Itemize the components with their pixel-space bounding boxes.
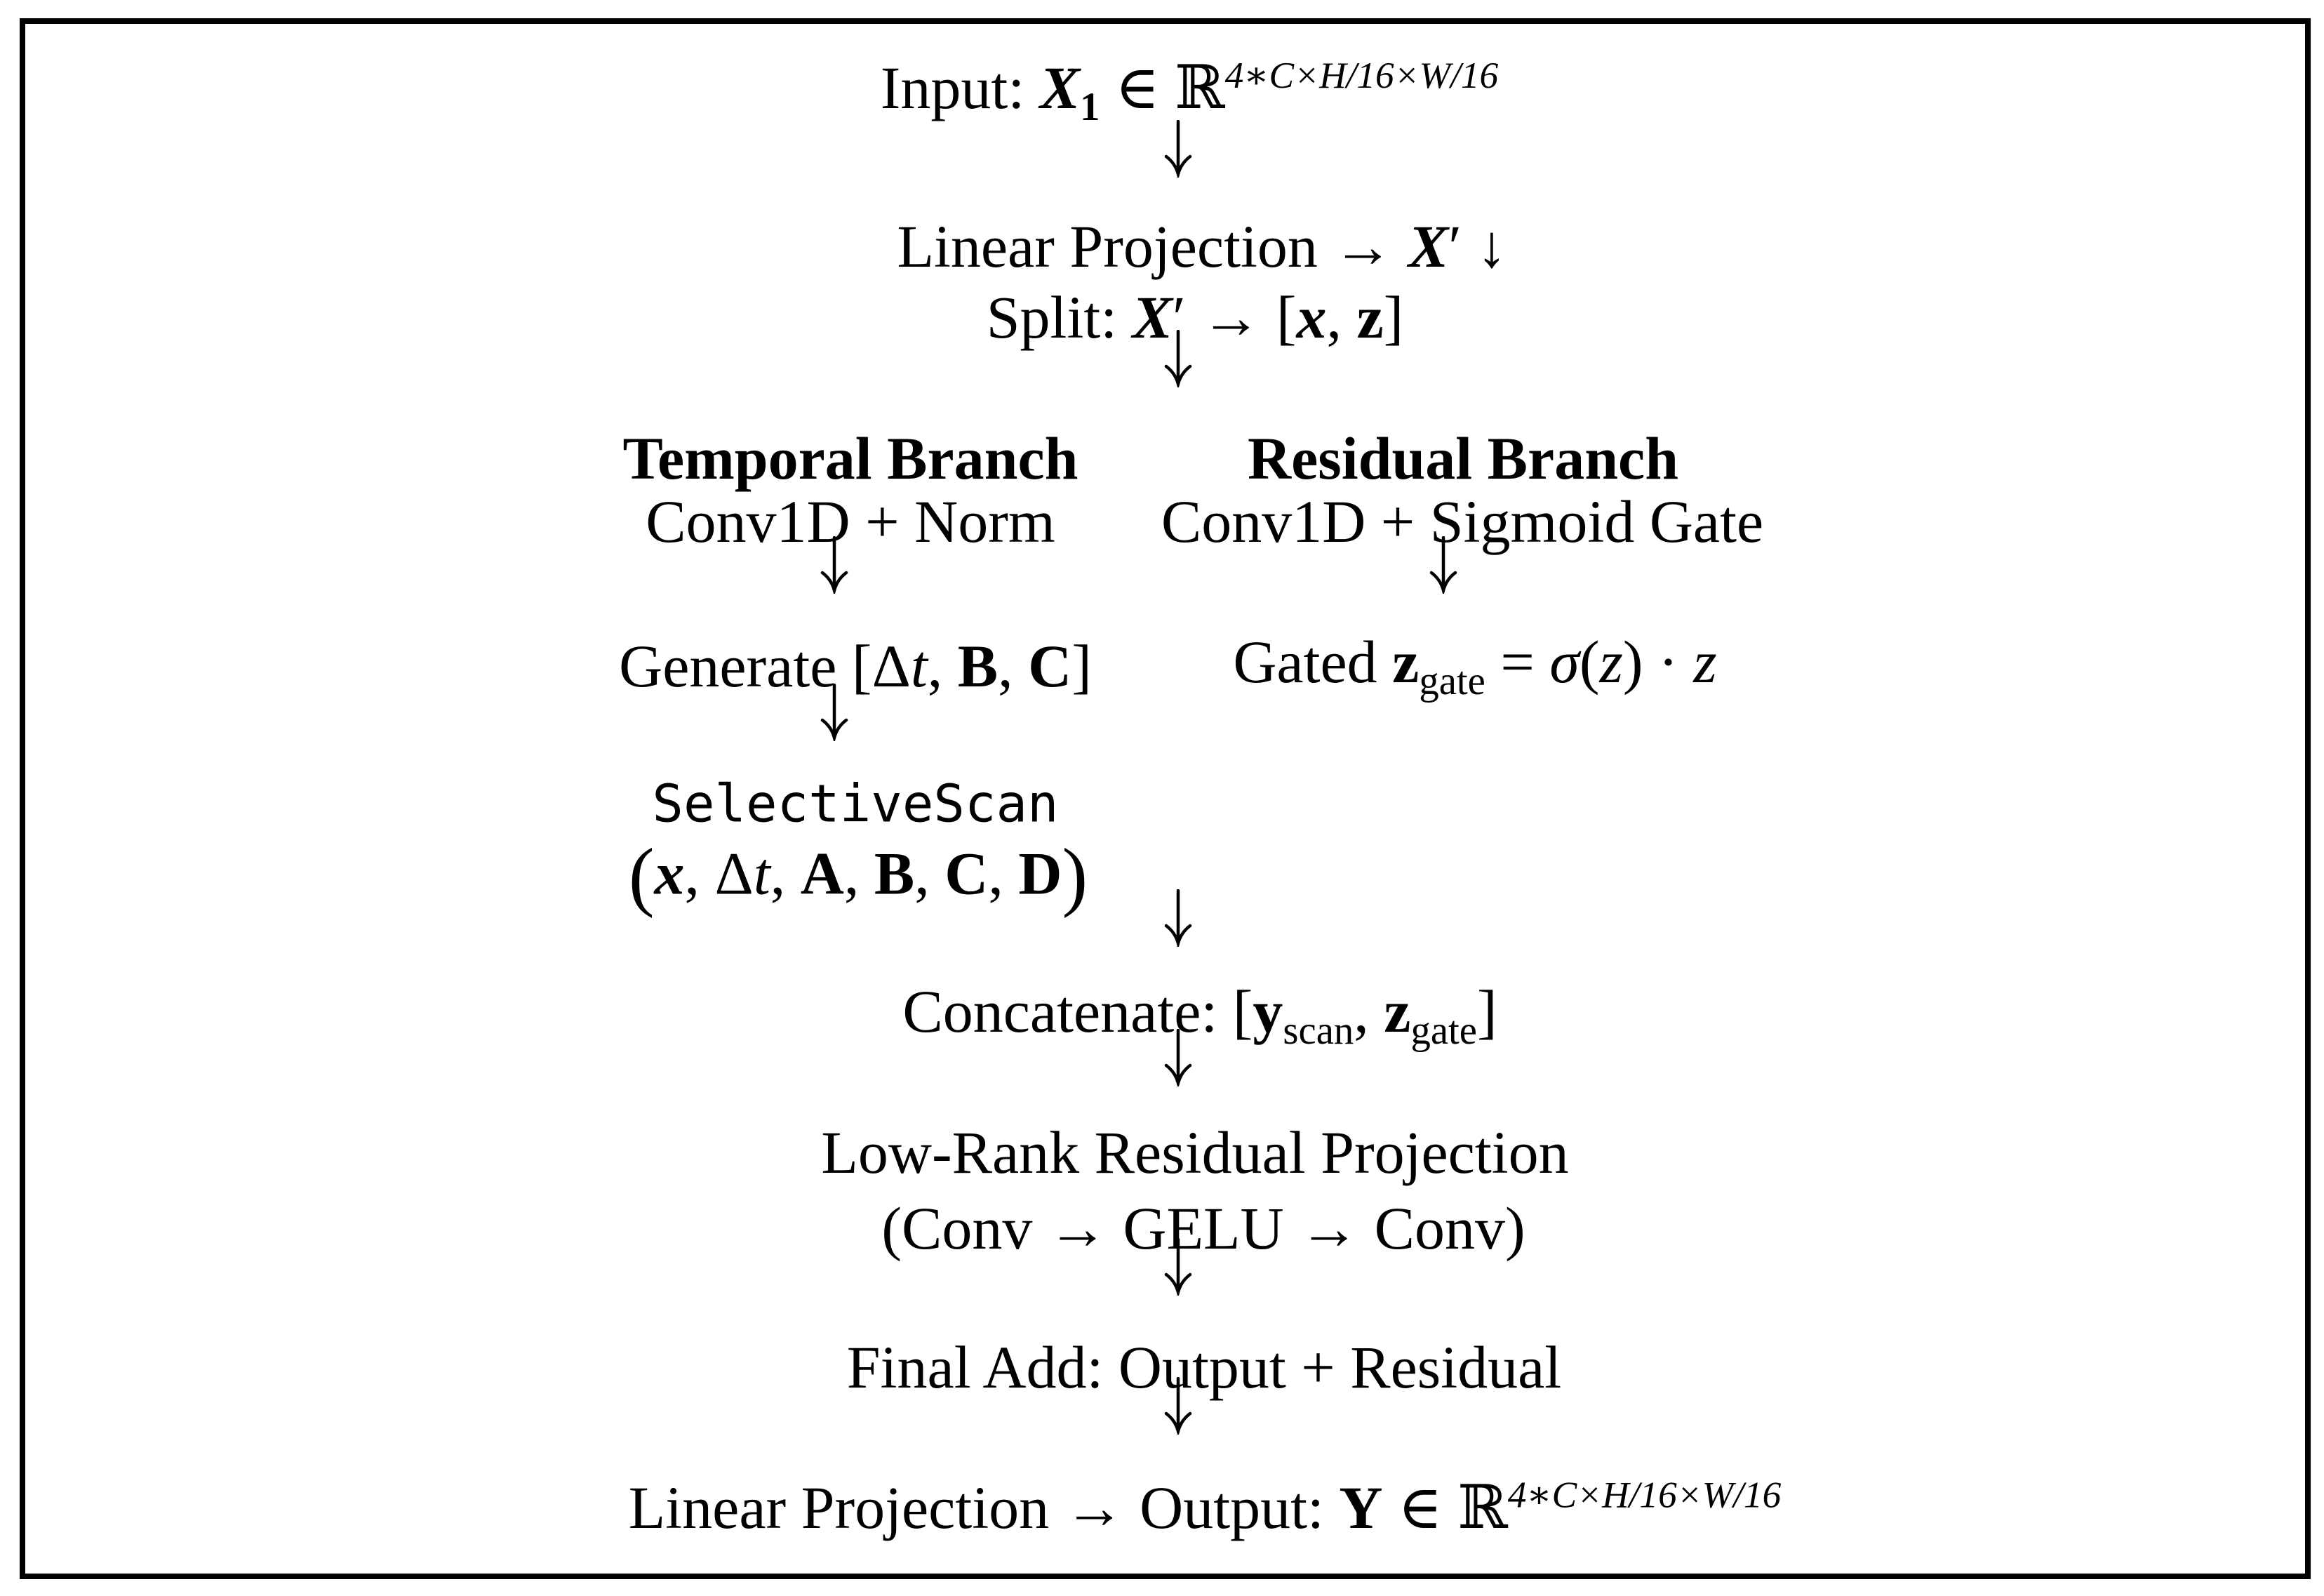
open-paren: ( <box>1579 628 1600 696</box>
element-of-symbol: ∈ <box>1382 1473 1458 1541</box>
delta-t-var: t <box>910 632 928 700</box>
matrix-B: B <box>957 632 999 700</box>
generate-line: Generate [Δt, B, C] <box>619 632 1092 700</box>
cdot-symbol: · <box>1643 628 1694 696</box>
selective-scan-args: (x, Δt, A, B, C, D) <box>629 832 1088 919</box>
prime-mark: ′ <box>1448 212 1462 280</box>
down-arrow-icon <box>1164 1029 1192 1086</box>
down-arrow-icon <box>1164 330 1192 387</box>
matrix-A: A <box>800 839 844 907</box>
input-var-subscript: 1 <box>1080 85 1100 130</box>
split-label: Split: <box>986 283 1133 351</box>
split-line: Split: X′ → [x, z] <box>987 284 1404 351</box>
input-var-x1: X <box>1039 54 1081 122</box>
input-label: Input: <box>880 54 1040 122</box>
z-var: z <box>1693 628 1717 696</box>
comma: , <box>1326 283 1357 351</box>
inline-down-arrow-glyph: ↓ <box>1462 212 1507 280</box>
output-var-y: Y <box>1339 1473 1383 1541</box>
down-arrow-icon <box>1164 889 1192 947</box>
maps-to-bracket: → [ <box>1185 283 1297 351</box>
matrix-D: D <box>1018 839 1062 907</box>
residual-branch-header: Residual Branch <box>1247 424 1679 492</box>
comma: , <box>988 839 1019 907</box>
y-scan-var: y <box>1253 978 1283 1046</box>
close-bracket: ] <box>1476 978 1497 1046</box>
comma-delta: , Δ <box>684 839 754 907</box>
z-gate-var: z <box>1384 978 1411 1046</box>
linproj-var-xprime: X <box>1408 212 1449 280</box>
concatenate-line: Concatenate: [yscan, zgate] <box>902 978 1497 1053</box>
input-shape-superscript: 4∗C×H/16×W/16 <box>1224 53 1499 96</box>
close-bracket: ] <box>1071 632 1092 700</box>
down-arrow-icon <box>1429 536 1457 594</box>
real-set-symbol: ℝ <box>1457 1473 1508 1541</box>
close-paren: ) <box>1622 628 1643 696</box>
comma: , <box>998 632 1029 700</box>
scan-subscript: scan <box>1283 1009 1354 1053</box>
down-arrow-icon <box>1164 1377 1192 1435</box>
matrix-C: C <box>944 839 989 907</box>
linear-projection-line: Linear Projection → X′ ↓ <box>897 213 1507 280</box>
gate-subscript: gate <box>1410 1009 1477 1053</box>
sigma-symbol: σ <box>1549 628 1580 696</box>
down-arrow-icon <box>1164 120 1192 178</box>
diagram-border: Input: X1 ∈ ℝ4∗C×H/16×W/16 Linear Projec… <box>20 18 2311 1579</box>
gate-subscript: gate <box>1419 659 1485 704</box>
comma: , <box>927 632 958 700</box>
gated-line: Gated zgate = σ(z) · z <box>1233 628 1716 704</box>
gated-label: Gated <box>1233 628 1393 696</box>
down-arrow-icon <box>820 536 848 594</box>
prime-mark: ′ <box>1173 283 1186 351</box>
x-var: x <box>654 839 685 907</box>
down-arrow-icon <box>1164 1238 1192 1296</box>
comma: , <box>843 839 874 907</box>
linproj-label: Linear Projection <box>897 212 1333 280</box>
comma: , <box>770 839 801 907</box>
equals-sign: = <box>1485 628 1550 696</box>
input-line: Input: X1 ∈ ℝ4∗C×H/16×W/16 <box>881 54 1498 130</box>
open-paren: ( <box>628 832 655 919</box>
real-set-symbol: ℝ <box>1175 54 1225 122</box>
output-label: Linear Projection → Output: <box>628 1473 1340 1541</box>
conv-gelu-conv-line: (Conv → GELU → Conv) <box>881 1194 1525 1262</box>
delta-symbol: Δ <box>872 632 911 700</box>
concatenate-label: Concatenate: [ <box>902 978 1253 1046</box>
comma: , <box>914 839 945 907</box>
comma: , <box>1354 978 1384 1046</box>
z-var: z <box>1599 628 1623 696</box>
t-var: t <box>753 839 770 907</box>
generate-label: Generate [ <box>619 632 872 700</box>
lowrank-projection-line: Low-Rank Residual Projection <box>821 1118 1569 1186</box>
element-of-symbol: ∈ <box>1100 54 1175 122</box>
matrix-C: C <box>1028 632 1072 700</box>
split-var-xprime: X <box>1132 283 1173 351</box>
gated-z-var: z <box>1392 628 1420 696</box>
close-bracket: ] <box>1383 283 1404 351</box>
down-arrow-icon <box>820 684 848 741</box>
matrix-B: B <box>874 839 915 907</box>
output-line: Linear Projection → Output: Y ∈ ℝ4∗C×H/1… <box>629 1474 1782 1541</box>
final-add-line: Final Add: Output + Residual <box>846 1333 1562 1401</box>
split-z: z <box>1356 283 1384 351</box>
close-paren: ) <box>1062 832 1088 919</box>
split-x: x <box>1296 283 1327 351</box>
right-arrow-glyph: → <box>1333 212 1408 280</box>
temporal-branch-header: Temporal Branch <box>622 424 1078 492</box>
residual-branch-op: Conv1D + Sigmoid Gate <box>1161 487 1764 555</box>
selective-scan-label: SelectiveScan <box>652 773 1059 834</box>
output-shape-superscript: 4∗C×H/16×W/16 <box>1507 1473 1782 1516</box>
temporal-branch-op: Conv1D + Norm <box>646 487 1055 555</box>
